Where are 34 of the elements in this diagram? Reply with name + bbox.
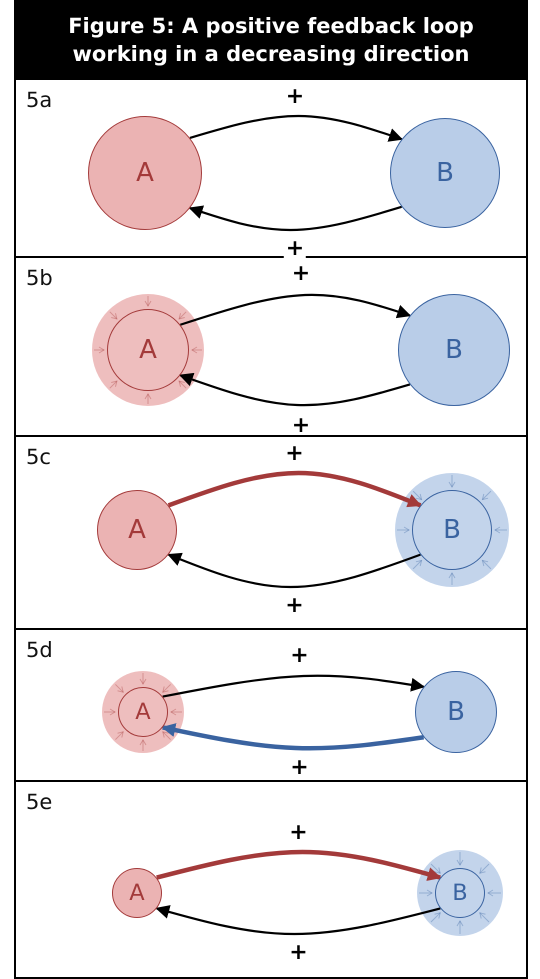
node-letter: A [139, 335, 157, 365]
feedback-arrow [155, 905, 441, 936]
feedback-arrow [180, 294, 412, 326]
node-circle [118, 687, 168, 737]
figure-title: Figure 5: A positive feedback loop working in a decreasing direction [14, 0, 528, 80]
node-letter: A [136, 158, 154, 188]
node-letter: B [436, 158, 454, 188]
node-circle [112, 868, 162, 918]
node-letter: B [447, 697, 465, 727]
panel-label: 5a [26, 88, 52, 112]
feedback-arrow [168, 470, 422, 508]
panel-label: 5e [26, 790, 52, 814]
edge-label: + [284, 240, 306, 258]
feedback-arrow [162, 674, 426, 698]
panel-label: 5b [26, 266, 53, 290]
node-circle [107, 309, 189, 391]
node-letter: A [128, 515, 146, 545]
feedback-arrow [190, 114, 403, 142]
node-letter: B [443, 515, 461, 545]
panel-frame [14, 780, 528, 979]
panel-frame [14, 78, 528, 258]
node-circle [412, 490, 492, 570]
feedback-arrow [156, 850, 442, 881]
node-letter: B [445, 335, 463, 365]
panel-label: 5c [26, 445, 51, 469]
node-letter: B [452, 880, 468, 906]
feedback-arrow [179, 372, 410, 406]
panel-label: 5d [26, 638, 53, 662]
node-letter: A [129, 880, 145, 906]
node-letter: A [135, 699, 151, 725]
feedback-arrow [161, 723, 424, 750]
feedback-arrow [167, 552, 421, 588]
feedback-arrow [188, 205, 402, 232]
node-circle [435, 868, 485, 918]
